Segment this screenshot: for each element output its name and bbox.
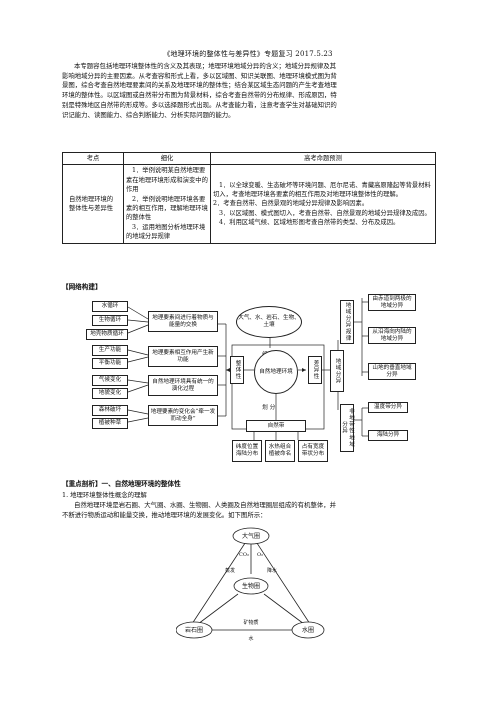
co2-label: CO₂ (239, 552, 249, 558)
regularity-box: 地域分异规律 (340, 300, 354, 344)
predictions-cell: 1．以全球变暖、生态破坏等环境问题、厄尔尼诺、青藏高原隆起等背景材料切入，考查地… (210, 164, 436, 244)
table-header: 考点 (62, 151, 124, 166)
elements-ellipse: 大气、水、岩石、生物、土壤 (236, 306, 302, 338)
water-heat-box: 水热组合植被命名 (265, 440, 295, 462)
prediction-item: 1．以全球变暖、生态破坏等环境问题、厄尔尼诺、青藏高原隆起等背景材料切入，考查地… (213, 181, 431, 198)
equator-pole-box: 由赤道到两极的地域分异 (368, 294, 416, 311)
detail-item: 2．举例说明地理环境各要素的相互作用，理解地理环境的整体性 (126, 195, 208, 222)
intro-line: 识记能力、读图能力、综合判断能力、分析实际问题的能力。 (62, 110, 235, 119)
new-function-box: 地理要素相互作用产生新功能 (148, 346, 218, 367)
land-sea-box: 海陆分异 (368, 430, 408, 441)
evolution-box: 自然地理环境具有统一的演化过程 (148, 375, 218, 396)
center-circle: 自然地理环境 (254, 350, 298, 394)
analysis-line: 自然地理环境是岩石圈、大气圈、水圈、生物圈、人类圈及自然地理圈层组成的有机整体，… (74, 501, 337, 509)
hydrosphere-label: 水圈 (302, 626, 314, 634)
analysis-sub1: 1. 地理环境整体性概念的理解 (62, 491, 147, 499)
temperature-zone-box: 温度带分异 (368, 402, 408, 413)
intro-line: 环境的整体性。以区域图或自然带分布图为背景材料，综合考查自然带的分布规律、形成原… (62, 91, 337, 100)
divide-label: 划 分 (262, 402, 276, 411)
analysis-heading: 【重点剖析】一、自然地理环境的整体性 (62, 480, 181, 488)
intro-line: 别是特殊地区自然带的形成等。多以选择题形式出现。从考查能力看，注意考查学生对基础… (62, 100, 337, 109)
network-heading: 【网络构建】 (62, 283, 102, 291)
analysis-line: 不断进行物质运动和能量交换，推动地理环境的发展变化。如下图所示： (62, 510, 267, 519)
landform-change-box: 地貌变化 (92, 388, 128, 399)
bio-cycle-box: 生物循环 (92, 315, 128, 326)
latitude-box: 纬度位置海陆分布 (232, 440, 262, 462)
regional-box: 地域分异 (330, 350, 344, 392)
atmosphere-label: 大气圈 (242, 532, 260, 540)
mineral-label: 矿物质 (243, 619, 258, 626)
details-cell: 1．举例说明某自然地理要素在地理环境形成和演变中的作用 2．举例说明地理环境各要… (123, 164, 211, 244)
o2-label: O₂ (257, 552, 263, 558)
vegetation-planting-box: 植被种草 (92, 418, 128, 429)
balance-box: 平衡功能 (92, 358, 128, 369)
intro-line: 影响地域分异的主要因素。从考查容和形式上看，多以区域图、知识关联图、地理环境模式… (62, 71, 337, 80)
integrity-box: 整体性 (230, 356, 244, 384)
prediction-item: 2．考查自然带、自然景观的地域分异规律及影响因素。 (213, 200, 369, 208)
non-zonal-box: 非地带性地域分异 (340, 404, 354, 452)
document-title: 《地理环境的整体性与差异性》专题复习 2017.5.23 (163, 50, 333, 58)
difference-box: 差异性 (308, 356, 322, 384)
atmosphere-node (232, 527, 270, 545)
table-row: 自然地理环境的整体性与差异性 1．举例说明某自然地理要素在地理环境形成和演变中的… (62, 164, 436, 244)
water-label: 水 (248, 635, 253, 642)
prediction-item: 4．利用区域气候、区域地形图考查自然带的类型、分布及成因。 (219, 219, 400, 227)
crust-cycle-box: 地壳物质循环 (86, 329, 128, 340)
coast-inland-box: 从沿海向内陆的地域分异 (368, 327, 416, 344)
hydrosphere-node (291, 621, 325, 639)
detail-item: 3．运用地图分析地理环境的地域分异规律 (126, 223, 206, 241)
lithosphere-label: 岩石圈 (185, 626, 203, 634)
intro-paragraph: 本专题容包括地理环境整体性的含义及其表现；地理环境地域分异的含义；地域分异规律及… (62, 62, 438, 120)
width-box: 占有宽度带状分布 (298, 440, 328, 462)
forest-destruction-box: 森林破坏 (92, 405, 128, 416)
detail-item: 1．举例说明某自然地理要素在地理环境形成和演变中的作用 (126, 167, 208, 194)
sphere-diagram: 大气圈 生物圈 岩石圈 水圈 CO₂ O₂ 降水 蒸发 矿物质 水 (176, 527, 325, 642)
production-box: 生产功能 (92, 345, 128, 356)
lithosphere-node (176, 621, 213, 639)
rain-label: 降水 (267, 567, 277, 574)
exam-points-table: 考点 细化 高考命题预测 自然地理环境的整体性与差异性 1．举例说明某自然地理要… (62, 151, 436, 244)
biosphere-label: 生物圈 (242, 582, 260, 590)
evaporation-label: 蒸发 (225, 567, 235, 574)
intro-line: 景图，综合考查自然地理要素间的关系及地理环境的整体性；结合某区域生态问题的产生考… (62, 81, 337, 90)
exchange-box: 地理要素间进行着物质与能量的交换 (148, 311, 218, 332)
chain-reaction-box: 地理要素的变化会“牵一发而动全身” (148, 405, 218, 426)
analysis-paragraph: 自然地理环境是岩石圈、大气圈、水圈、生物圈、人类圈及自然地理圈层组成的有机整体，… (62, 501, 438, 520)
table-header-row: 考点 细化 高考命题预测 (62, 151, 436, 166)
intro-line: 本专题容包括地理环境整体性的含义及其表现；地理环境地域分异的含义；地域分异规律及… (74, 62, 337, 70)
prediction-item: 3．以区域图、模式图切入，考查自然带、自然景观的地域分异规律及成因。 (219, 209, 431, 217)
natural-zone-box: 自然带 (246, 420, 306, 432)
vertical-box: 山地的垂直地域分异 (368, 363, 416, 380)
biosphere-node (233, 577, 269, 595)
sphere-triangle (187, 533, 315, 631)
table-header: 高考命题预测 (210, 151, 436, 166)
climate-change-box: 气候变化 (92, 375, 128, 386)
water-cycle-box: 水循环 (92, 301, 128, 312)
